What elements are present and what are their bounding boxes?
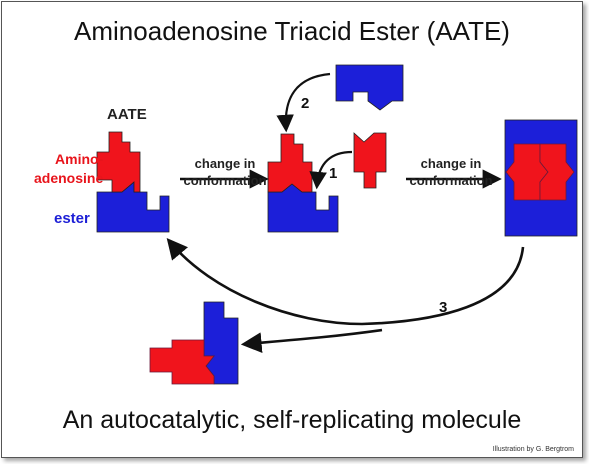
aate-ester-block bbox=[96, 181, 170, 233]
label-ester: ester bbox=[54, 210, 90, 227]
step-number-3: 3 bbox=[439, 299, 448, 316]
diagram-canvas bbox=[96, 64, 578, 385]
change1-line2: conformation bbox=[183, 173, 267, 188]
step-number-2: 2 bbox=[301, 95, 310, 112]
figure-frame: Aminoadenosine Triacid Ester (AATE) AATE… bbox=[1, 1, 583, 458]
complex-red-block bbox=[149, 339, 215, 385]
label-aate: AATE bbox=[107, 106, 147, 123]
change2-line2: conformation bbox=[409, 173, 493, 188]
aate-aminoadenosine-block bbox=[96, 131, 141, 193]
dimer-molecule bbox=[504, 119, 578, 237]
label-change-conformation-2: change in conformation bbox=[406, 155, 496, 189]
step-number-1: 1 bbox=[329, 165, 338, 182]
aate-molecule bbox=[96, 131, 170, 233]
free-aminoadenosine-piece bbox=[353, 132, 387, 189]
step-1-arrow bbox=[309, 150, 353, 190]
label-change-conformation-1: change in conformation bbox=[180, 155, 270, 189]
illustration-credit: Illustration by G. Bergtrom bbox=[492, 446, 574, 453]
step-3-template-arrow bbox=[240, 328, 383, 354]
diagram-title: Aminoadenosine Triacid Ester (AATE) bbox=[74, 16, 510, 46]
label-aminoadenosine: Amino- adenosine bbox=[34, 150, 103, 188]
free-ester-piece bbox=[335, 64, 404, 111]
step-3-return-arrow bbox=[166, 238, 525, 326]
step-2-arrow bbox=[276, 72, 331, 133]
label-amino-line2: adenosine bbox=[34, 170, 104, 186]
change2-line1: change in bbox=[420, 156, 482, 171]
template-complex-molecule bbox=[149, 301, 239, 385]
changed-aminoadenosine-block bbox=[267, 133, 313, 193]
change1-line1: change in bbox=[194, 156, 256, 171]
diagram-subtitle: An autocatalytic, self-replicating molec… bbox=[62, 406, 522, 434]
aate-changed-molecule bbox=[267, 133, 339, 233]
dimer-right-red bbox=[539, 143, 575, 201]
label-amino-line1: Amino- bbox=[55, 151, 104, 167]
